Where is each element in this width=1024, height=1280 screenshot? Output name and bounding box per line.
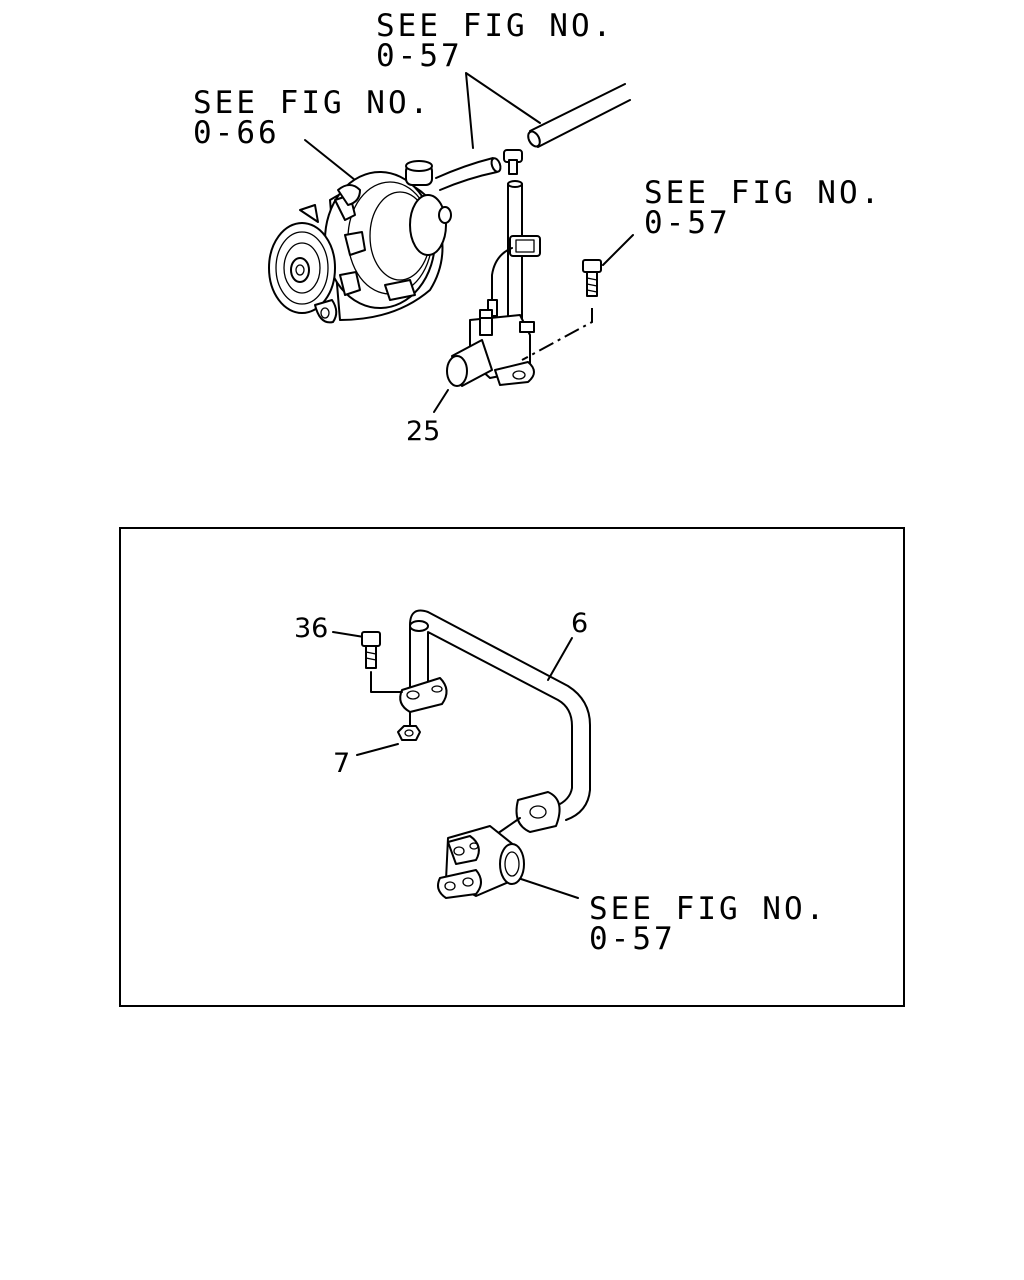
valve-connector: [487, 235, 541, 317]
callout-top-center-line2: 0-57: [376, 38, 463, 74]
callout-top-left-line1: SEE FIG NO.: [193, 85, 431, 121]
callout-top-left-line2: 0-66: [193, 115, 280, 151]
oil-pipe: [409, 609, 591, 821]
leader-lines-top: [304, 72, 634, 413]
part-number-36: 36: [294, 613, 328, 644]
nut-7: [397, 711, 421, 741]
pipe-flange-lower: [493, 791, 561, 837]
part-number-25: 25: [406, 416, 440, 447]
t-fitting: [503, 149, 523, 175]
valve-bolt: [521, 259, 602, 361]
turbocharger-fitting: [437, 825, 525, 899]
callout-top-right-line1: SEE FIG NO.: [644, 175, 882, 211]
alternator-hose: [435, 157, 502, 191]
inset-box: 36 6 7 SEE FIG NO. 0-57: [119, 527, 905, 1007]
alternator: [268, 160, 452, 324]
top-assembly: SEE FIG NO. 0-57 SEE FIG NO. 0-66 SEE FI…: [193, 8, 882, 447]
hose-tube: [527, 83, 631, 148]
callout-top-right-line2: 0-57: [644, 205, 731, 241]
callout-top-center-line1: SEE FIG NO.: [376, 8, 614, 44]
callout-inset-line2: 0-57: [589, 921, 676, 957]
bolt-36: [361, 631, 403, 693]
callout-inset-line1: SEE FIG NO.: [589, 891, 827, 927]
part-number-7: 7: [333, 748, 350, 779]
pipe-flange-upper: [399, 677, 448, 713]
part-number-6: 6: [571, 608, 588, 639]
vacuum-switching-valve: [446, 309, 535, 387]
inset-border: [119, 527, 905, 1007]
leader-lines-inset: [332, 631, 579, 899]
